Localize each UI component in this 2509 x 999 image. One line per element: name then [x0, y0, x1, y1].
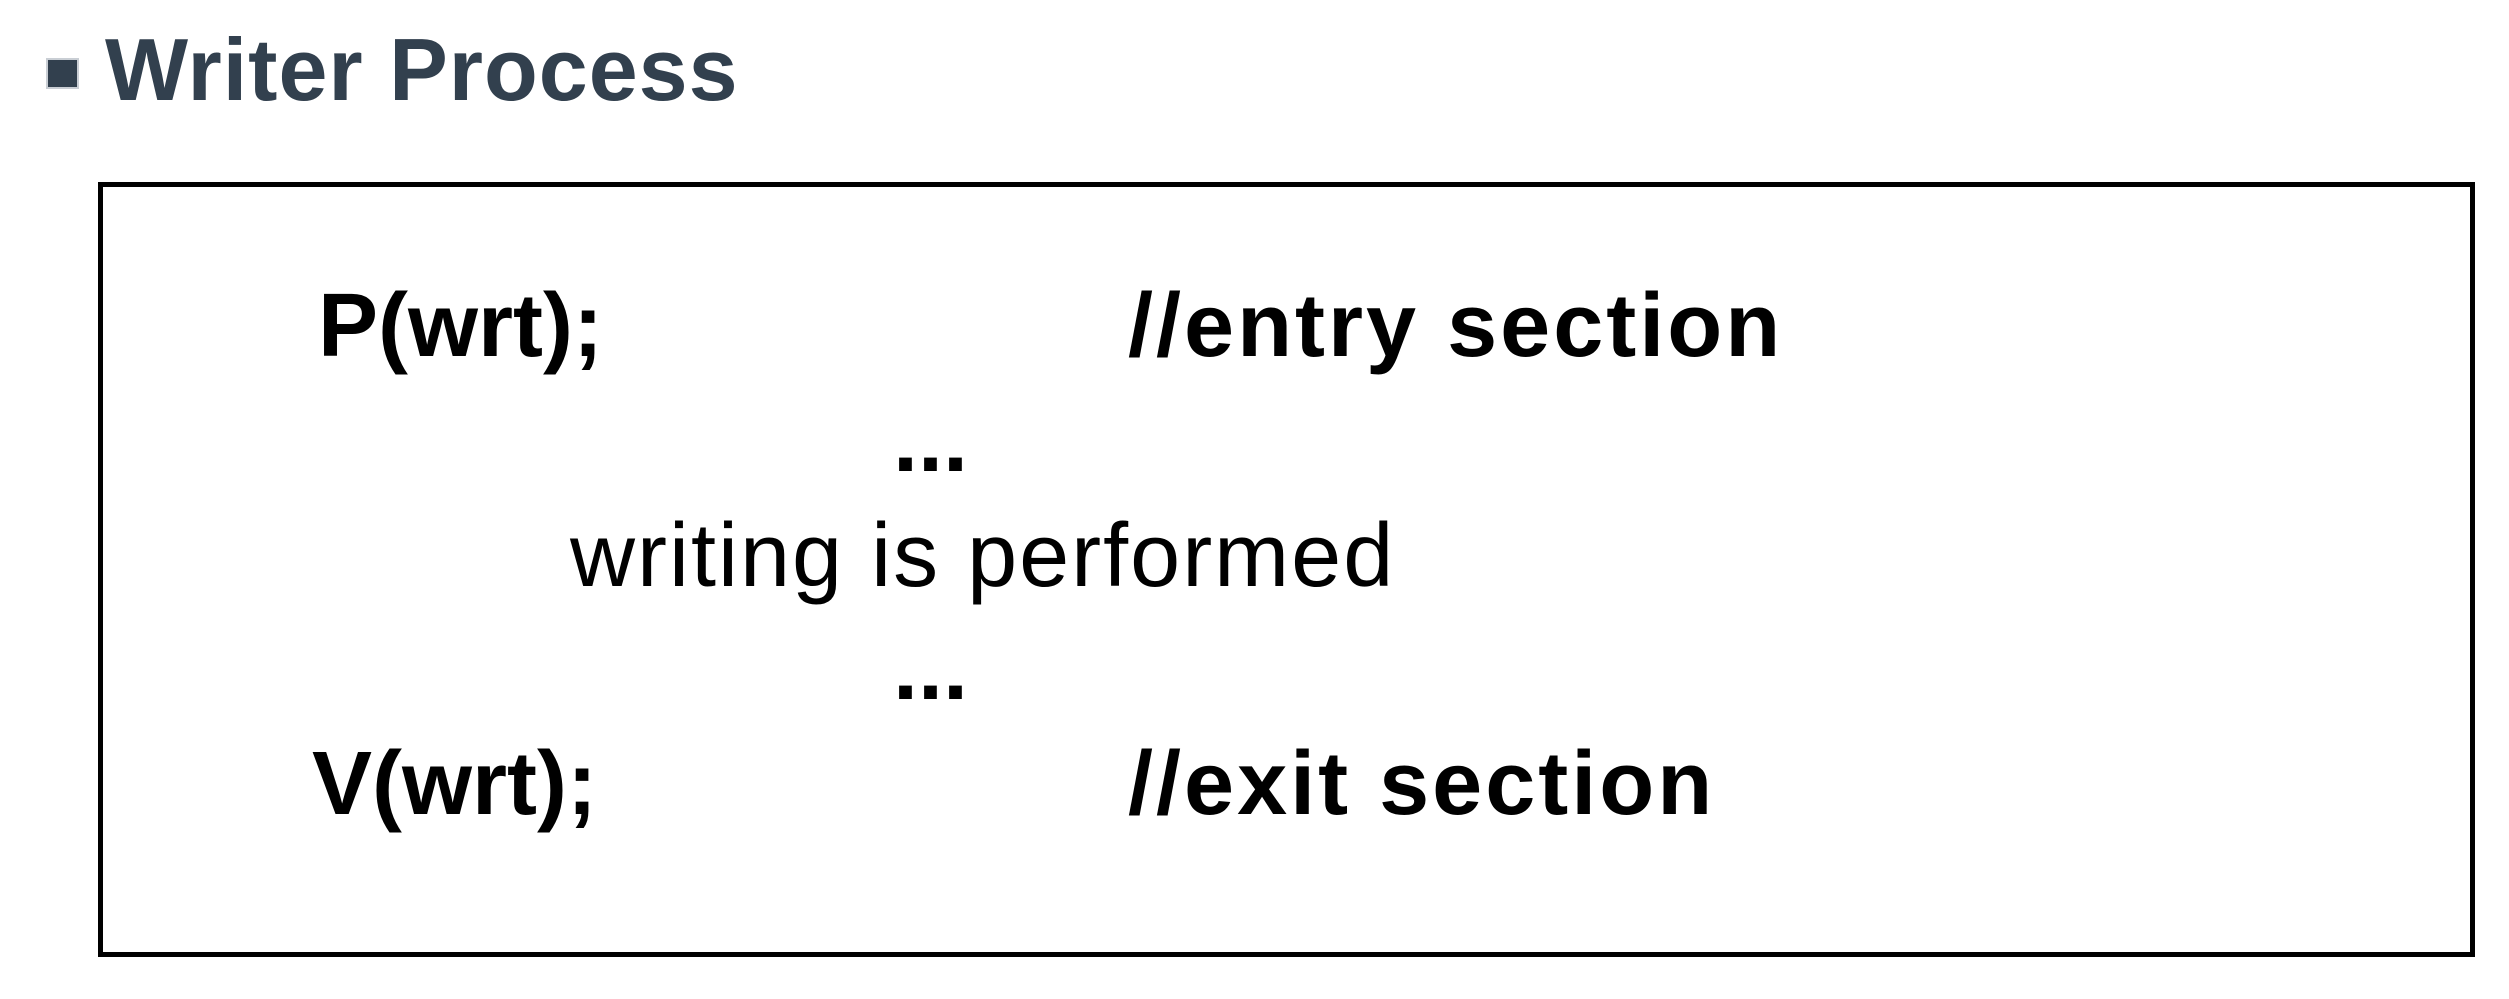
code-exit-statement: V(wrt); — [312, 734, 597, 834]
code-ellipsis-bottom: ... — [893, 619, 969, 719]
code-entry-comment: //entry section — [1128, 276, 1784, 376]
code-action-text: writing is performed — [570, 506, 1396, 606]
code-ellipsis-top: ... — [893, 391, 969, 491]
code-exit-comment: //exit section — [1128, 734, 1716, 834]
bullet-square-icon — [48, 60, 77, 87]
code-entry-statement: P(wrt); — [318, 276, 603, 376]
page-title: Writer Process — [105, 20, 739, 119]
writer-process-code-box: P(wrt); //entry section ... writing is p… — [98, 182, 2475, 957]
